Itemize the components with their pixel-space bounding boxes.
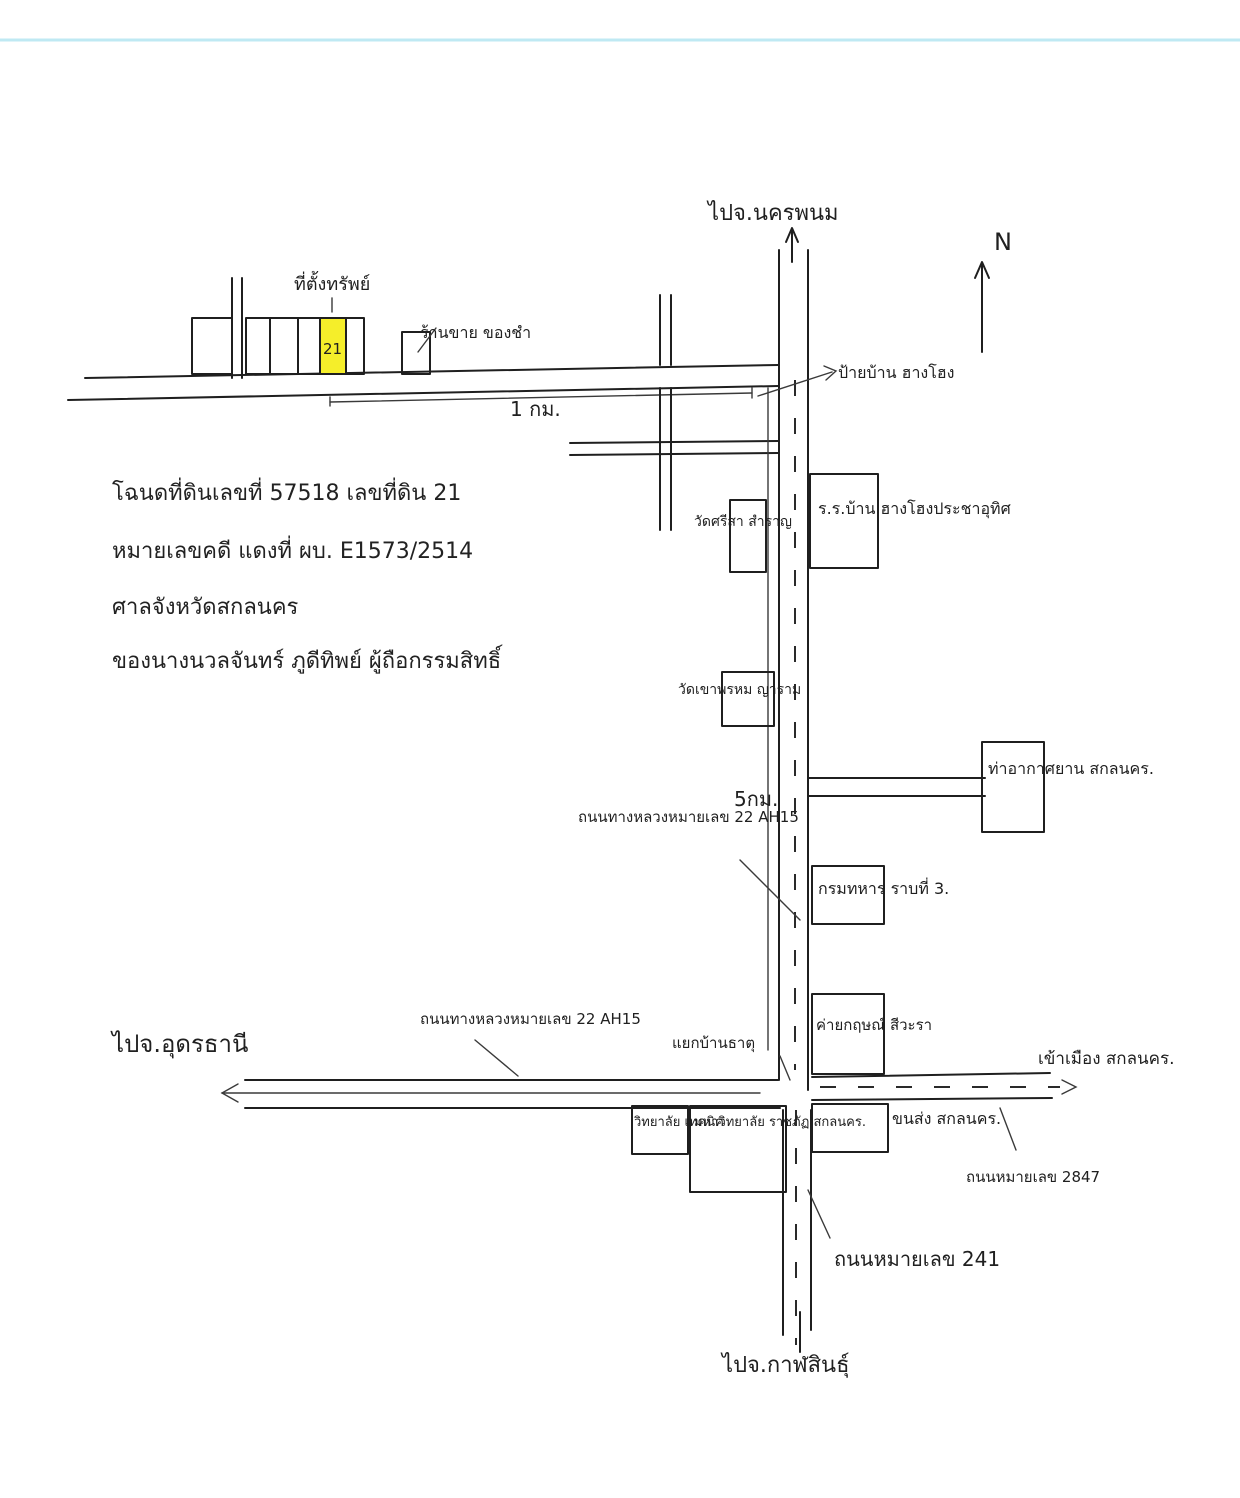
note-line-1: โฉนดที่ดินเลขที่ 57518 เลขที่ดิน 21: [112, 477, 461, 506]
property-marker-label: ที่ตั้งทรัพย์: [294, 271, 370, 295]
label-camp-kritsana: ค่ายกฤษณ์ สีวะรา: [816, 1016, 932, 1034]
label-university: มหาวิทยาลัย ราชภัฏ สกลนคร.: [694, 1115, 866, 1130]
direction-west: ไปจ.อุดรธานี: [110, 1030, 248, 1059]
leader-arrows: [331, 297, 1017, 1239]
label-shop: ร้านขาย ของชำ: [420, 323, 531, 342]
label-road-241: ถนนหมายเลข 241: [834, 1247, 1000, 1271]
label-temple-2: วัดเขาพรหม ญาราม: [678, 682, 801, 698]
property-plot-number: 21: [323, 340, 342, 358]
label-transport: ขนส่ง สกลนคร.: [892, 1109, 1001, 1128]
main-highway: [778, 227, 812, 1353]
note-line-3: ศาลจังหวัดสกลนคร: [112, 595, 299, 620]
property-plot: [319, 317, 347, 375]
label-airport: ท่าอากาศยาน สกลนคร.: [988, 759, 1154, 778]
note-line-4: ของนางนวลจันทร์ ภูดีทิพย์ ผู้ถือกรรมสิทธ…: [112, 645, 503, 674]
distance-mid: 5กม.: [734, 787, 778, 811]
label-road-2847: ถนนหมายเลข 2847: [966, 1168, 1100, 1186]
direction-east: เข้าเมือง สกลนคร.: [1038, 1049, 1175, 1069]
landmark-boxes: [631, 473, 1045, 1193]
label-road-22-top: ถนนทางหลวงหมายเลข 22 AH15: [578, 808, 799, 826]
plot-strip: [191, 317, 431, 375]
note-line-2: หมายเลขคดี แดงที่ ผบ. E1573/2514: [112, 535, 473, 564]
label-village-sign: ป้ายบ้าน ฮางโฮง: [838, 363, 954, 382]
label-temple-1: วัดศรีสา สำราญ: [694, 514, 792, 530]
label-army-camp: กรมทหาร ราบที่ 3.: [818, 877, 949, 898]
north-label: N: [994, 228, 1012, 256]
label-technical-college: วิทยาลัย เทคนิค: [633, 1115, 723, 1130]
direction-north: ไปจ.นครพนม: [706, 200, 839, 226]
label-school: ร.ร.บ้าน ฮางโฮงประชาอุทิศ: [818, 499, 1011, 519]
north-arrow-icon: [974, 261, 990, 353]
distance-top: 1 กม.: [510, 397, 561, 421]
label-road-22-left: ถนนทางหลวงหมายเลข 22 AH15: [420, 1010, 641, 1028]
east-west-highway: [220, 1072, 1078, 1109]
side-streets: [231, 277, 986, 1051]
label-junction: แยกบ้านธาตุ: [672, 1034, 755, 1053]
direction-south: ไปจ.กาฬสินธุ์: [720, 1352, 850, 1378]
